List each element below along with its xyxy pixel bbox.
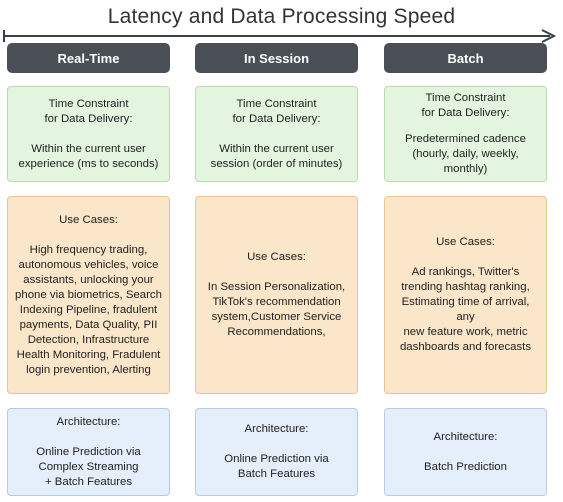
architecture-box-in-session: Architecture: Online Prediction via Batc… [195, 408, 358, 496]
column-header-real-time: Real-Time [7, 43, 170, 73]
constraint-label: Time Constraint for Data Delivery: [421, 92, 510, 119]
architecture-text: Batch Prediction [424, 460, 507, 473]
column-header-batch: Batch [384, 43, 547, 73]
use-cases-text: In Session Personalization, TikTok's rec… [207, 281, 346, 338]
use-cases-box-batch: Use Cases: Ad rankings, Twitter's trendi… [384, 196, 547, 394]
use-cases-text: High frequency trading, autonomous vehic… [15, 243, 162, 376]
architecture-label: Architecture: [56, 415, 121, 428]
constraint-box-batch: Time Constraint for Data Delivery: Prede… [384, 86, 547, 182]
latency-arrow [3, 29, 557, 43]
architecture-box-batch: Architecture: Batch Prediction [384, 408, 547, 496]
constraint-text: Predetermined cadence (hourly, daily, we… [405, 133, 526, 175]
use-cases-text: Ad rankings, Twitter's trending hashtag … [399, 266, 532, 353]
constraint-box-in-session: Time Constraint for Data Delivery: Withi… [195, 86, 358, 182]
column-header-in-session: In Session [195, 43, 358, 73]
architecture-text: Online Prediction via Complex Streaming … [36, 445, 141, 488]
architecture-text: Online Prediction via Batch Features [224, 453, 329, 480]
constraint-text: Within the current user experience (ms t… [18, 142, 159, 170]
architecture-box-real-time: Architecture: Online Prediction via Comp… [7, 408, 170, 496]
use-cases-label: Use Cases: [59, 213, 118, 226]
architecture-label: Architecture: [244, 423, 309, 435]
use-cases-label: Use Cases: [247, 251, 306, 263]
constraint-label: Time Constraint for Data Delivery: [44, 97, 133, 125]
diagram-title: Latency and Data Processing Speed [107, 5, 456, 28]
architecture-label: Architecture: [433, 430, 498, 443]
constraint-box-real-time: Time Constraint for Data Delivery: Withi… [7, 86, 170, 182]
constraint-label: Time Constraint for Data Delivery: [232, 97, 321, 125]
use-cases-label: Use Cases: [436, 236, 495, 248]
constraint-text: Within the current user session (order o… [210, 142, 343, 170]
use-cases-box-in-session: Use Cases: In Session Personalization, T… [195, 196, 358, 394]
use-cases-box-real-time: Use Cases: High frequency trading, auton… [7, 196, 170, 394]
